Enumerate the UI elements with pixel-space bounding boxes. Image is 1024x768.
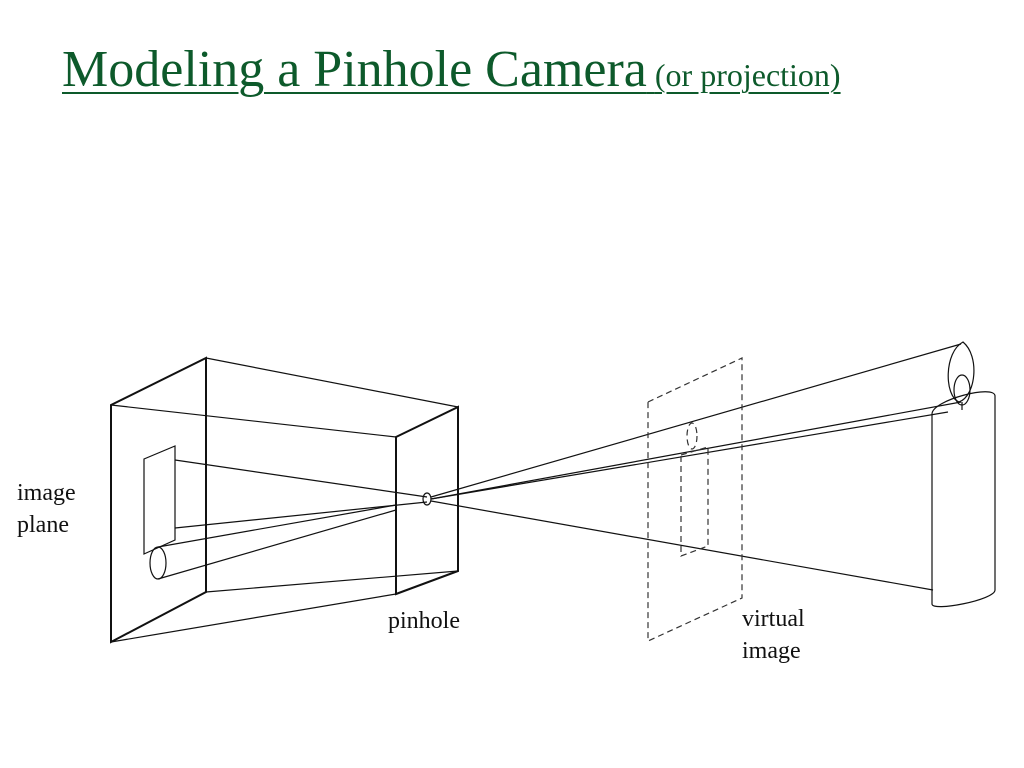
virtual-candle-rect bbox=[680, 446, 709, 557]
inverted-flame-top bbox=[157, 504, 397, 548]
inverted-image bbox=[143, 445, 397, 580]
candle-flame-outer bbox=[947, 341, 975, 403]
candle-object bbox=[931, 341, 996, 608]
camera-front-face bbox=[395, 405, 459, 596]
camera-bottom-front-edge bbox=[110, 593, 397, 643]
title-main: Modeling a Pinhole Camera bbox=[62, 41, 647, 98]
camera-top-edge bbox=[205, 357, 459, 408]
label-virtual-image-line2: image bbox=[742, 638, 801, 664]
label-image-plane-line2: plane bbox=[17, 512, 69, 538]
label-pinhole: pinhole bbox=[388, 608, 460, 634]
inverted-flame-ellipse bbox=[149, 546, 167, 580]
camera-top-front-edge bbox=[110, 404, 397, 438]
inverted-candle-rect bbox=[143, 445, 176, 555]
inverted-flame-bottom bbox=[157, 509, 397, 580]
title-subtitle: (or projection) bbox=[654, 57, 841, 93]
ray-image-top bbox=[174, 459, 428, 498]
ray-candle-bottom bbox=[430, 500, 934, 591]
camera-bottom-back-edge bbox=[205, 570, 459, 593]
camera-back-face bbox=[110, 356, 207, 644]
virtual-plane-outline bbox=[647, 357, 743, 642]
virtual-flame-ellipse bbox=[686, 422, 698, 450]
virtual-image-plane bbox=[647, 357, 743, 642]
pinhole-mark bbox=[422, 492, 432, 506]
label-virtual-image-line1: virtual bbox=[742, 606, 805, 632]
slide-title: Modeling a Pinhole Camera (or projection… bbox=[62, 40, 841, 99]
candle-body bbox=[931, 391, 996, 608]
ray-flame-top bbox=[430, 343, 962, 498]
camera-box bbox=[110, 356, 459, 644]
ray-candle-top bbox=[430, 411, 949, 500]
projection-rays bbox=[174, 343, 962, 591]
label-image-plane-line1: image bbox=[17, 480, 76, 506]
ray-candle-bottom-back bbox=[174, 501, 428, 529]
